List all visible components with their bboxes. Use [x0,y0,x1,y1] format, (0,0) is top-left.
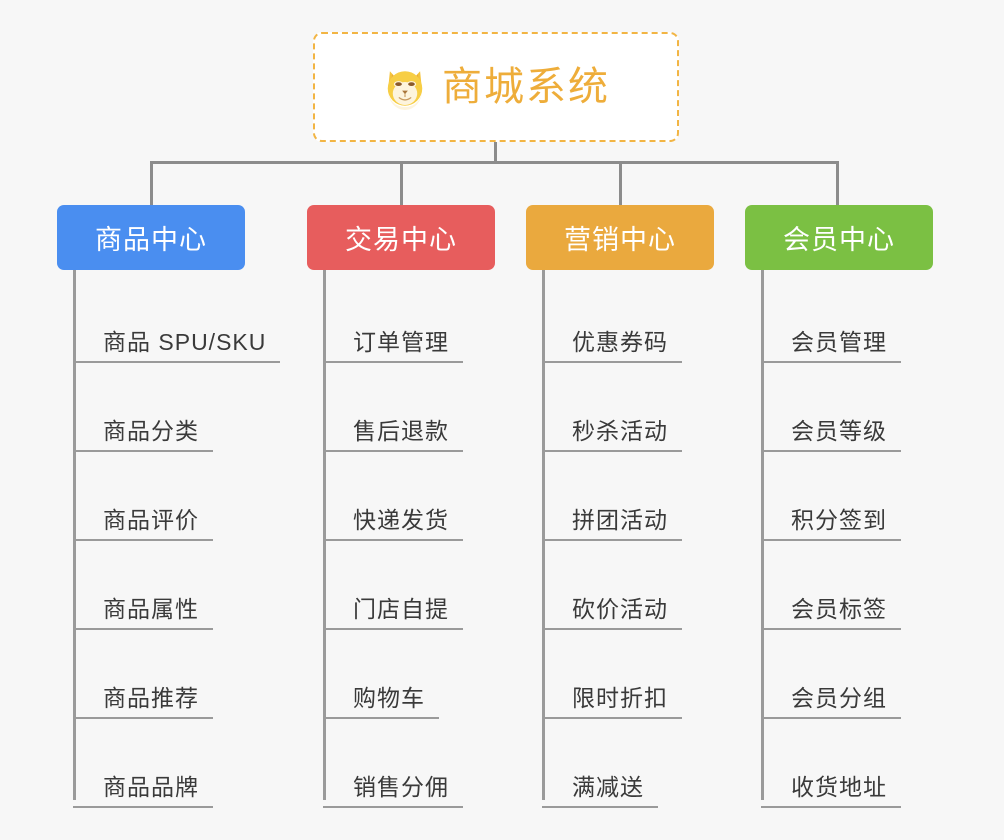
leaf-label: 秒杀活动 [542,418,682,452]
leaf-item[interactable]: 积分签到 [761,452,901,541]
branch-column-2: 交易中心 订单管理 售后退款 快递发货 门店自提 购物车 销售分佣 [307,205,495,808]
leaf-label: 销售分佣 [323,774,463,808]
leaf-label: 拼团活动 [542,507,682,541]
leaf-label: 收货地址 [761,774,901,808]
connector-horizontal-bus [150,161,838,164]
branch-body-1: 商品 SPU/SKU 商品分类 商品评价 商品属性 商品推荐 商品品牌 [57,270,281,808]
leaf-label: 会员标签 [761,596,901,630]
leaf-label: 积分签到 [761,507,901,541]
branch-header-2[interactable]: 交易中心 [307,205,495,270]
branch-header-1[interactable]: 商品中心 [57,205,245,270]
branch-header-4[interactable]: 会员中心 [745,205,933,270]
connector-root-stem [494,142,497,164]
branch-column-3: 营销中心 优惠券码 秒杀活动 拼团活动 砍价活动 限时折扣 满减送 [526,205,714,808]
leaf-item[interactable]: 会员等级 [761,363,901,452]
leaf-label: 购物车 [323,685,439,719]
leaf-item[interactable]: 订单管理 [323,274,463,363]
branch-header-label-4: 会员中心 [783,225,895,255]
leaf-item[interactable]: 会员标签 [761,541,901,630]
branch-trunk-4 [761,270,764,800]
leaf-item[interactable]: 砍价活动 [542,541,682,630]
shiba-dog-face-icon [382,64,428,110]
leaf-label: 会员等级 [761,418,901,452]
leaf-label: 限时折扣 [542,685,682,719]
leaf-item[interactable]: 商品分类 [73,363,213,452]
leaf-label: 商品推荐 [73,685,213,719]
leaf-item[interactable]: 会员管理 [761,274,901,363]
connector-drop-4 [836,161,839,205]
leaf-label: 会员管理 [761,329,901,363]
branch-trunk-1 [73,270,76,800]
leaf-label: 优惠券码 [542,329,682,363]
branch-body-3: 优惠券码 秒杀活动 拼团活动 砍价活动 限时折扣 满减送 [526,270,714,808]
connector-drop-1 [150,161,153,205]
root-node-shop-system[interactable]: 商城系统 [313,32,679,142]
branch-header-label-1: 商品中心 [95,225,207,255]
leaf-label: 会员分组 [761,685,901,719]
leaf-item[interactable]: 门店自提 [323,541,463,630]
root-title: 商城系统 [442,65,610,109]
leaf-label: 门店自提 [323,596,463,630]
leaf-label: 砍价活动 [542,596,682,630]
branch-trunk-2 [323,270,326,800]
leaf-item[interactable]: 商品属性 [73,541,213,630]
leaf-item[interactable]: 拼团活动 [542,452,682,541]
leaf-label: 订单管理 [323,329,463,363]
branch-column-4: 会员中心 会员管理 会员等级 积分签到 会员标签 会员分组 收货地址 [745,205,933,808]
connector-drop-3 [619,161,622,205]
leaf-item[interactable]: 会员分组 [761,630,901,719]
leaf-label: 快递发货 [323,507,463,541]
leaf-item[interactable]: 快递发货 [323,452,463,541]
leaf-item[interactable]: 满减送 [542,719,658,808]
leaf-item[interactable]: 优惠券码 [542,274,682,363]
connector-drop-2 [400,161,403,205]
branch-header-label-2: 交易中心 [345,225,457,255]
branch-body-2: 订单管理 售后退款 快递发货 门店自提 购物车 销售分佣 [307,270,495,808]
leaf-item[interactable]: 商品评价 [73,452,213,541]
leaf-item[interactable]: 销售分佣 [323,719,463,808]
leaf-item[interactable]: 收货地址 [761,719,901,808]
branch-trunk-3 [542,270,545,800]
leaf-label: 满减送 [542,774,658,808]
leaf-item[interactable]: 商品品牌 [73,719,213,808]
branch-header-label-3: 营销中心 [564,225,676,255]
leaf-label: 商品评价 [73,507,213,541]
leaf-item[interactable]: 限时折扣 [542,630,682,719]
branch-body-4: 会员管理 会员等级 积分签到 会员标签 会员分组 收货地址 [745,270,933,808]
leaf-label: 商品品牌 [73,774,213,808]
leaf-label: 售后退款 [323,418,463,452]
leaf-label: 商品属性 [73,596,213,630]
leaf-item[interactable]: 售后退款 [323,363,463,452]
leaf-label: 商品 SPU/SKU [73,329,281,363]
leaf-item[interactable]: 购物车 [323,630,439,719]
leaf-item[interactable]: 秒杀活动 [542,363,682,452]
leaf-label: 商品分类 [73,418,213,452]
leaf-item[interactable]: 商品 SPU/SKU [73,274,281,363]
leaf-item[interactable]: 商品推荐 [73,630,213,719]
branch-column-1: 商品中心 商品 SPU/SKU 商品分类 商品评价 商品属性 商品推荐 商品品牌 [57,205,281,808]
branch-header-3[interactable]: 营销中心 [526,205,714,270]
